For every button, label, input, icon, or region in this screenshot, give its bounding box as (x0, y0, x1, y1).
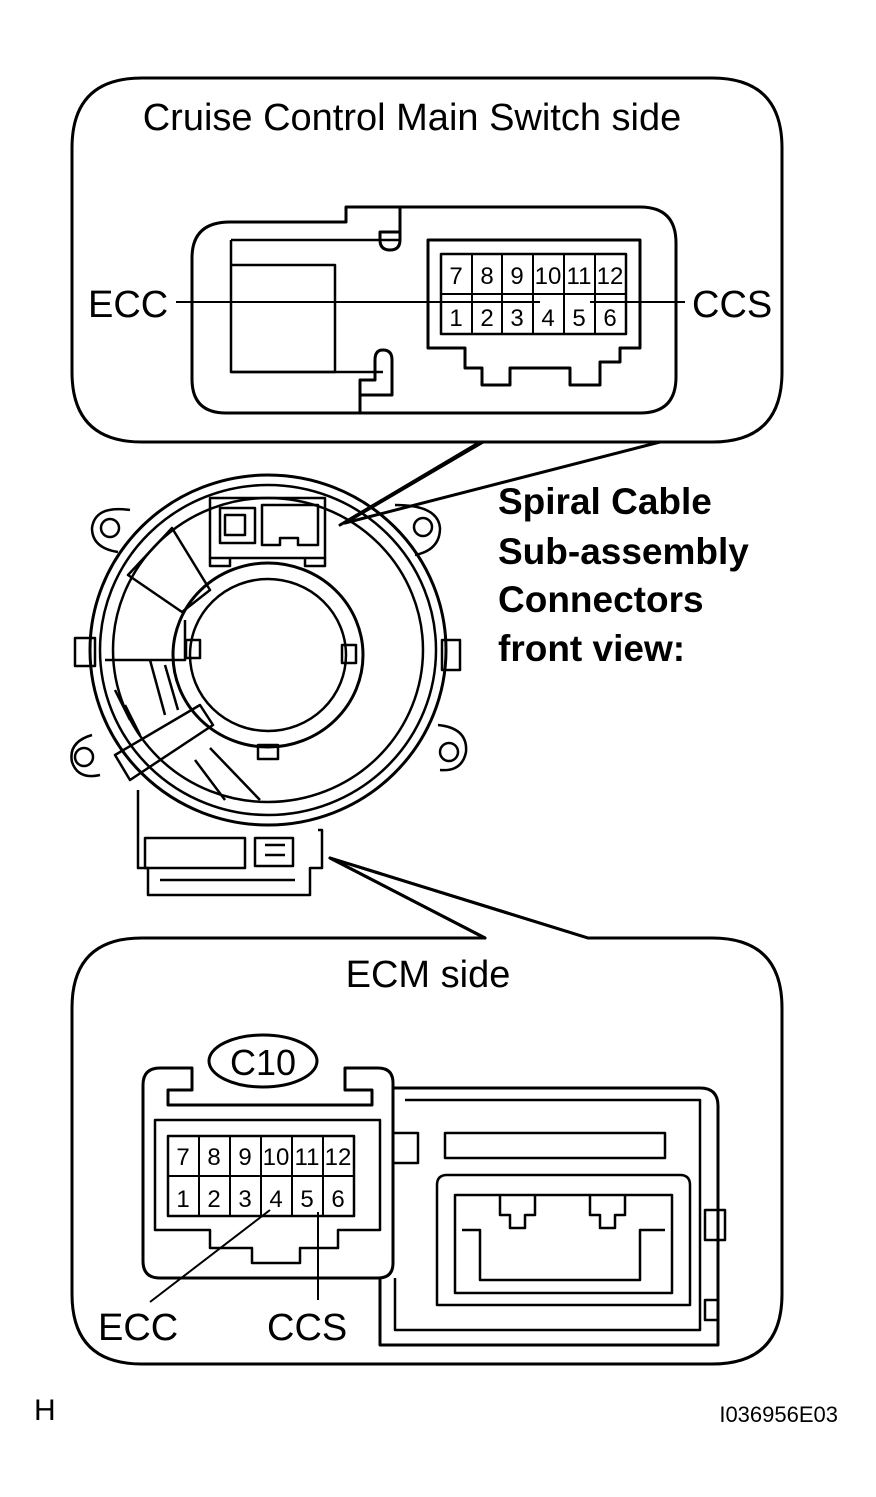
bottom-panel-title: ECM side (346, 954, 511, 996)
top-pin-10: 10 (535, 263, 562, 290)
bottom-pin-grid: 7 8 9 10 11 12 1 2 3 4 5 6 (168, 1136, 354, 1216)
spiral-caption-line-4: front view: (498, 628, 685, 669)
top-pin-4: 4 (541, 305, 554, 332)
bottom-pin-12: 12 (325, 1144, 352, 1171)
top-pin-11: 11 (567, 263, 592, 290)
top-panel-title: Cruise Control Main Switch side (143, 97, 682, 139)
top-panel: Cruise Control Main Switch side 7 8 9 10… (70, 76, 784, 527)
spiral-caption-line-1: Spiral Cable (498, 481, 712, 522)
bottom-callout-frame (70, 856, 784, 1366)
bottom-pin-11: 11 (295, 1144, 320, 1171)
top-pin-block (426, 238, 642, 387)
top-pin-3: 3 (510, 305, 523, 332)
top-ccs-label: CCS (692, 284, 772, 326)
footer-right: I036956E03 (719, 1402, 838, 1427)
bottom-pin-7: 7 (176, 1144, 189, 1171)
bottom-pin-8: 8 (207, 1144, 220, 1171)
bottom-pin-5: 5 (300, 1186, 313, 1213)
top-pin-1: 1 (449, 305, 462, 332)
bottom-ecc-leader (149, 1209, 271, 1303)
footer-left: H (34, 1394, 56, 1427)
top-pin-5: 5 (572, 305, 585, 332)
connector-code-oval (207, 1033, 319, 1089)
top-pin-9: 9 (510, 263, 523, 290)
top-pin-2: 2 (480, 305, 493, 332)
connector-code: C10 (230, 1042, 296, 1083)
spiral-cable-drawing (70, 473, 468, 897)
top-pin-12: 12 (597, 263, 624, 290)
bottom-ecc-label: ECC (98, 1307, 178, 1349)
bottom-pin-6: 6 (331, 1186, 344, 1213)
bottom-pin-3: 3 (238, 1186, 251, 1213)
bottom-pin-10: 10 (263, 1144, 290, 1171)
bottom-pin-1: 1 (176, 1186, 189, 1213)
top-pin-7: 7 (449, 263, 462, 290)
bottom-panel: ECM side C10 7 8 9 10 11 12 1 2 3 4 5 6 (70, 856, 784, 1366)
bottom-pin-4: 4 (269, 1186, 282, 1213)
spiral-caption: Spiral Cable Sub-assembly Connectors fro… (498, 481, 749, 669)
spiral-caption-line-2: Sub-assembly (498, 531, 749, 572)
bottom-pin-2: 2 (207, 1186, 220, 1213)
top-pin-6: 6 (603, 305, 616, 332)
top-pin-grid: 7 8 9 10 11 12 1 2 3 4 5 6 (441, 254, 626, 334)
bottom-ccs-label: CCS (267, 1307, 347, 1349)
top-pin-8: 8 (480, 263, 493, 290)
spiral-caption-line-3: Connectors (498, 579, 704, 620)
top-ecc-label: ECC (88, 284, 168, 326)
bottom-connector-housing (141, 1066, 395, 1280)
top-connector-housing (190, 205, 678, 415)
bottom-pin-9: 9 (238, 1144, 251, 1171)
bottom-secondary-housing (378, 1086, 727, 1347)
